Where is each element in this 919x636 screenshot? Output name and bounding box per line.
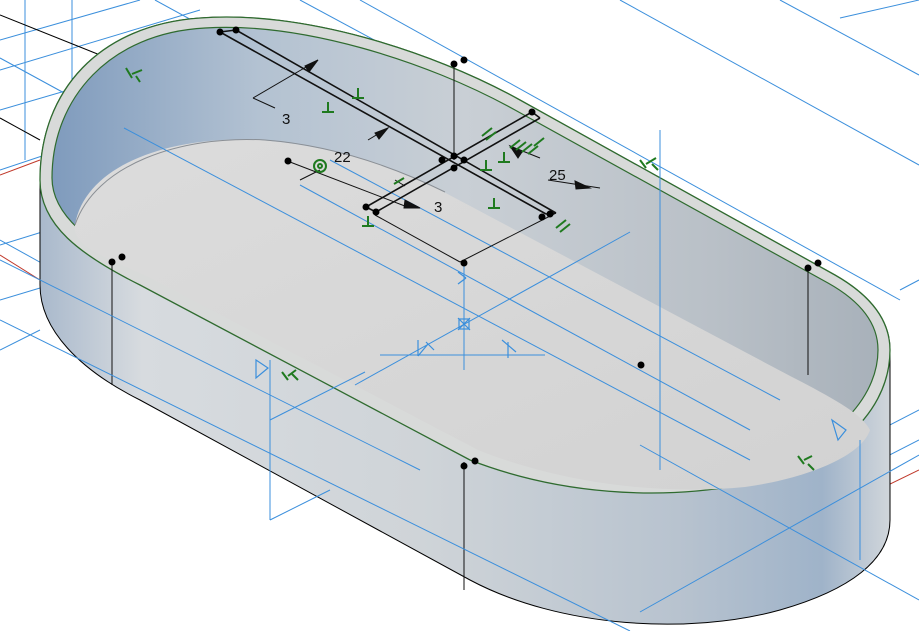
perpendicular-icon[interactable]: [362, 216, 374, 227]
sketch-point[interactable]: [450, 164, 458, 172]
sketch-point[interactable]: [814, 259, 822, 267]
x-axis-marker-icon[interactable]: [417, 340, 435, 357]
sketch-point[interactable]: [372, 208, 380, 216]
coincident-icon[interactable]: [313, 159, 327, 173]
sketch-point[interactable]: [528, 108, 536, 116]
parallel-icon[interactable]: [555, 219, 571, 233]
perpendicular-icon[interactable]: [352, 88, 364, 99]
sketch-point[interactable]: [460, 259, 468, 267]
perpendicular-icon[interactable]: [322, 102, 334, 113]
dimension-3-left[interactable]: 3: [282, 111, 290, 128]
y-axis-marker-icon[interactable]: [501, 339, 517, 358]
plane-marker-icon[interactable]: [255, 358, 847, 442]
sketch-points[interactable]: [108, 26, 822, 470]
sketch-point[interactable]: [362, 203, 370, 211]
sketch-point[interactable]: [546, 210, 554, 218]
sketch-point[interactable]: [460, 156, 468, 164]
floor-back-edge: [74, 138, 446, 226]
parallel-icon[interactable]: [481, 127, 497, 141]
inner-floor[interactable]: [74, 139, 870, 490]
tangent-icon[interactable]: [797, 455, 815, 471]
sketch-point[interactable]: [637, 361, 645, 369]
sketch-point[interactable]: [538, 213, 546, 221]
perpendicular-icon[interactable]: [498, 152, 510, 163]
shell-part[interactable]: [39, 16, 891, 625]
sketch-point[interactable]: [284, 157, 292, 165]
tangent-icon[interactable]: [125, 67, 143, 83]
origin-triad[interactable]: [255, 271, 847, 442]
tangent-icon[interactable]: [639, 157, 659, 171]
constraint-icons[interactable]: [125, 67, 815, 471]
perpendicular-icon[interactable]: [488, 198, 500, 209]
perpendicular-icon[interactable]: [480, 160, 492, 171]
seam-lines: [111, 64, 809, 590]
origin-icon[interactable]: [457, 317, 471, 331]
parallel-icon[interactable]: [393, 177, 405, 185]
dimension-25[interactable]: 25: [549, 167, 566, 184]
black-reference-lines: [0, 14, 101, 141]
sketch-point[interactable]: [460, 56, 468, 64]
sketch-point[interactable]: [450, 60, 458, 68]
sketch-point[interactable]: [232, 26, 240, 34]
sketch-point[interactable]: [804, 264, 812, 272]
dimension-22[interactable]: 22: [334, 149, 351, 166]
sketch-point[interactable]: [108, 258, 116, 266]
sketch-point[interactable]: [216, 28, 224, 36]
dimension-3-bottom[interactable]: 3: [434, 199, 442, 216]
sketch-point[interactable]: [471, 457, 479, 465]
sketch-point[interactable]: [450, 152, 458, 160]
tangent-icon[interactable]: [281, 369, 299, 381]
sketch-point[interactable]: [460, 462, 468, 470]
sketch-point[interactable]: [438, 156, 446, 164]
z-axis-marker-icon[interactable]: [457, 271, 467, 285]
parallel-icon[interactable]: [509, 137, 545, 155]
sketch-point[interactable]: [118, 253, 126, 261]
